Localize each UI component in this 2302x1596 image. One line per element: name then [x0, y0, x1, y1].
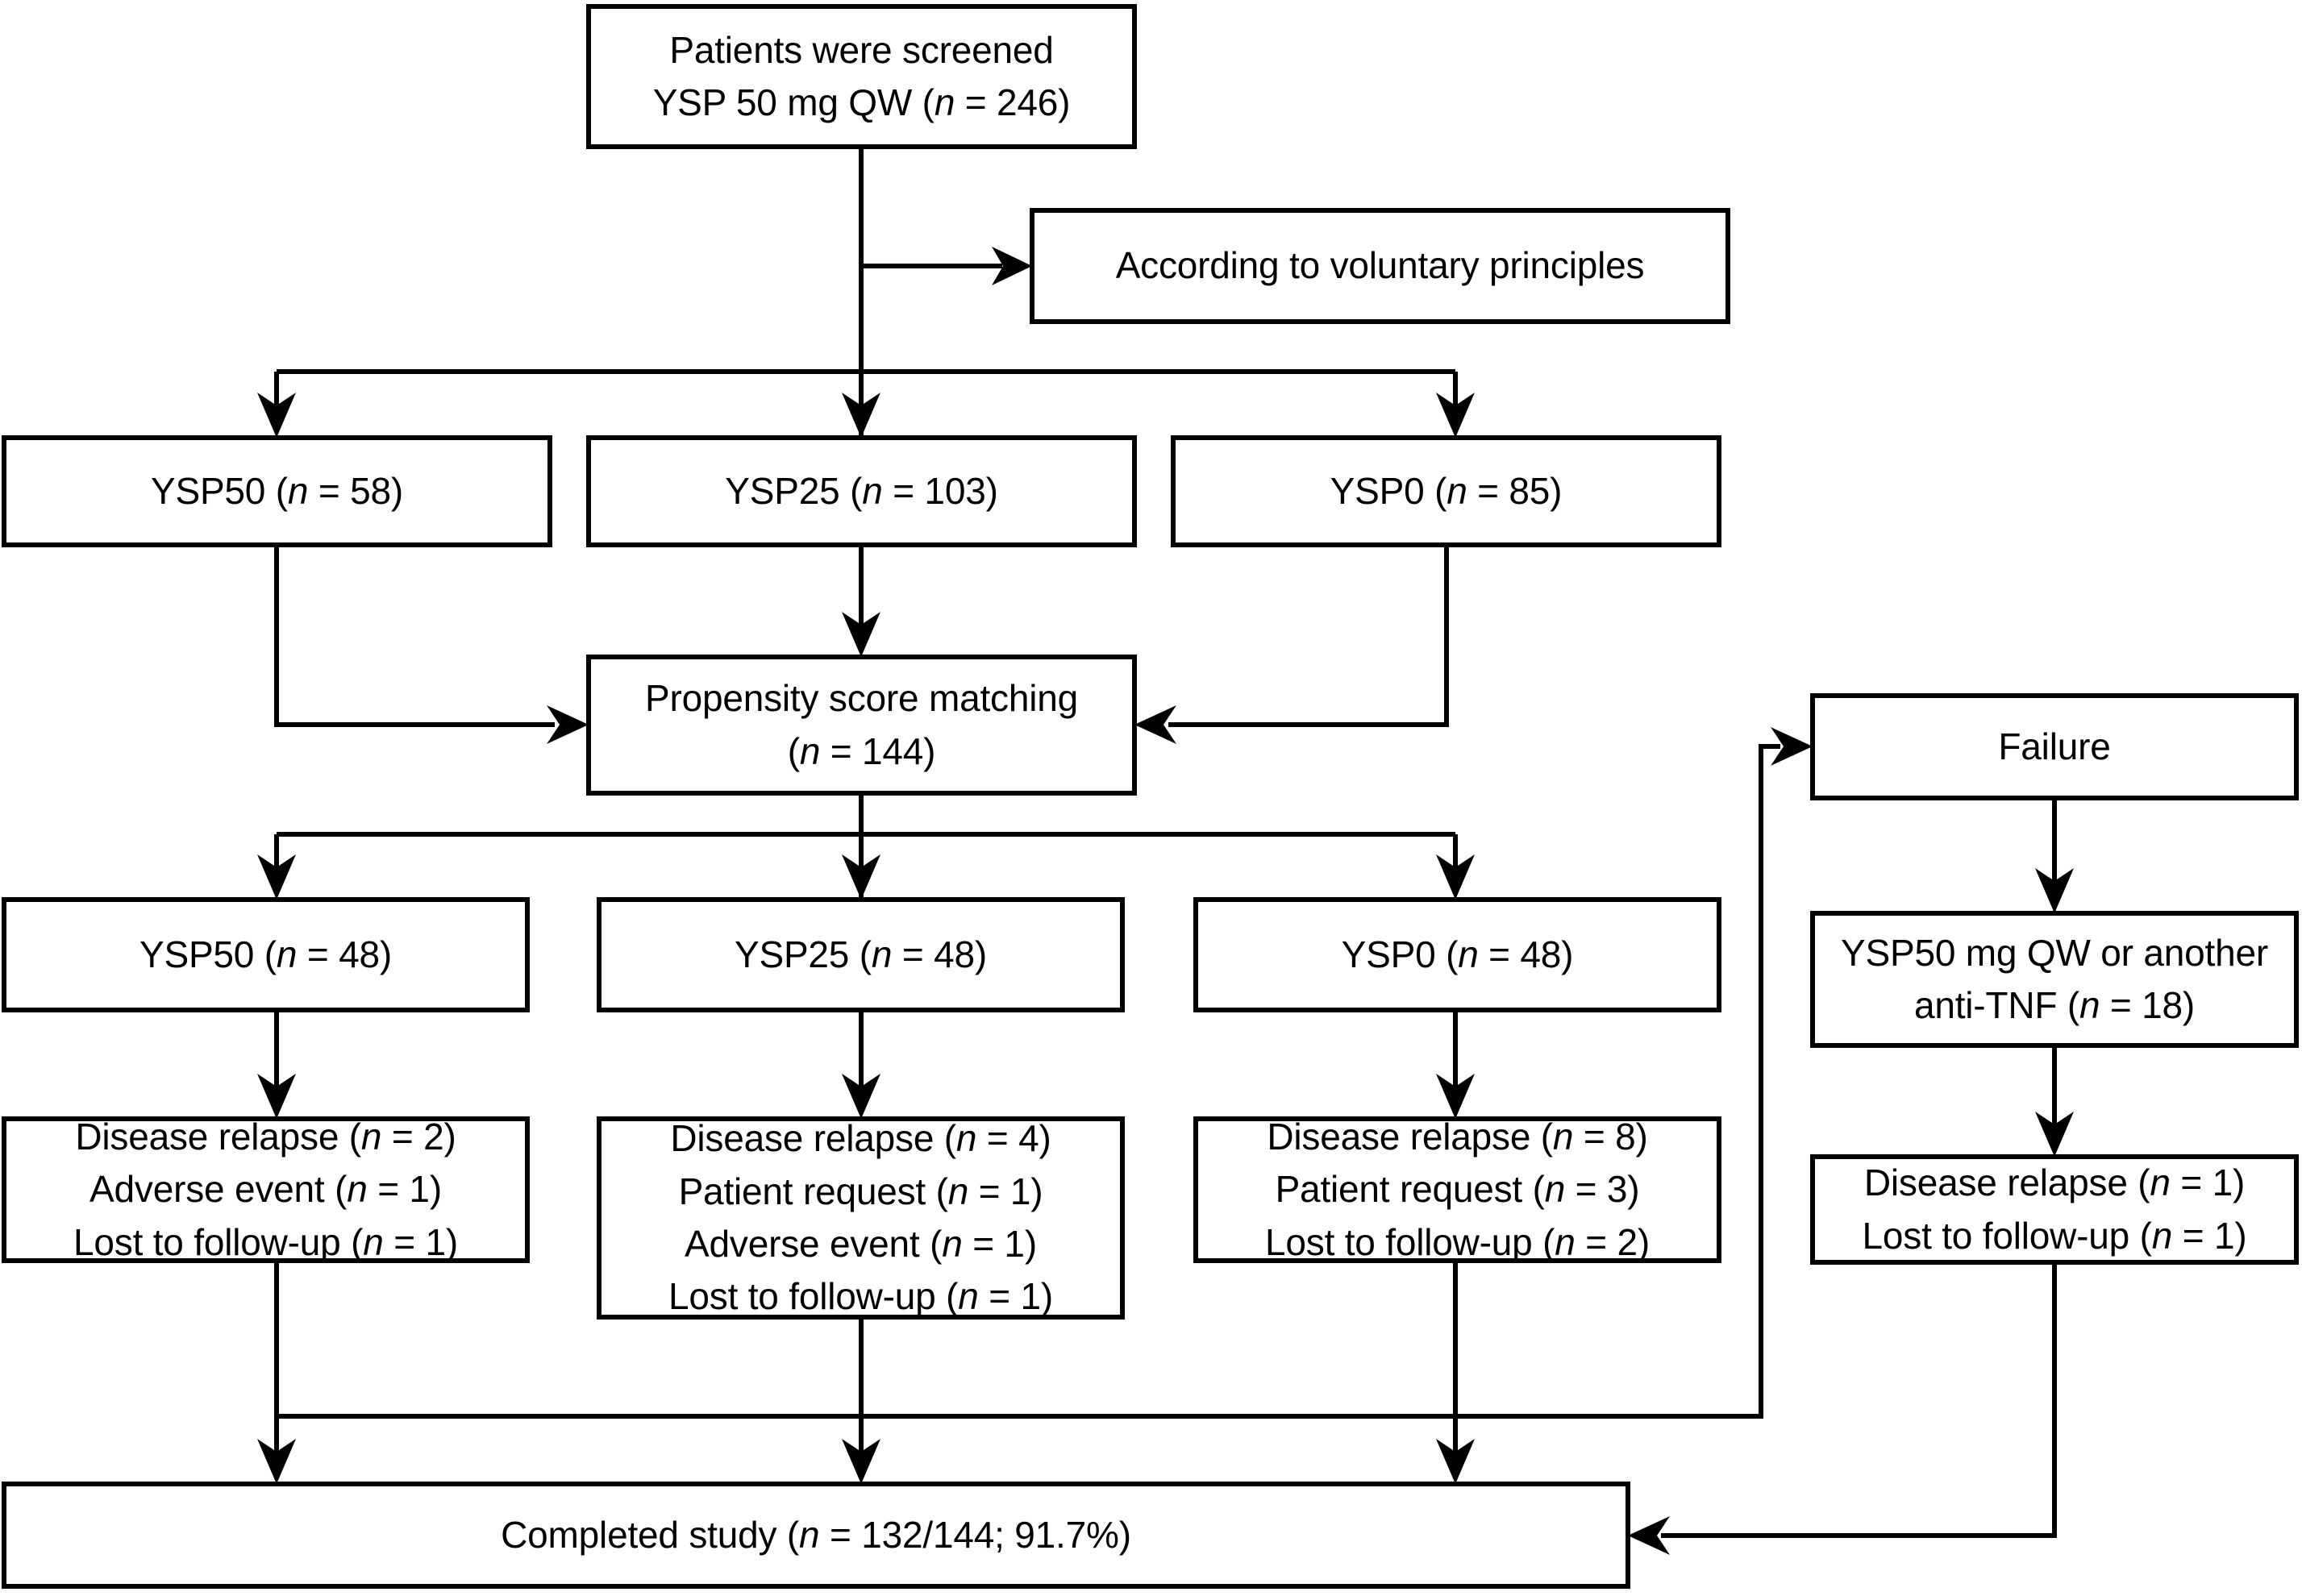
- box-ysp50-discontinuations: [2, 1116, 530, 1263]
- arrowhead-to-ysp0-screened: [1436, 393, 1475, 438]
- box-ysp25-discontinuations: [597, 1116, 1125, 1320]
- box-ysp25-screened: [586, 435, 1137, 547]
- edge-discontinuations-to-failure: [277, 744, 1780, 1419]
- arrowhead-to-ysp50-matched: [257, 854, 296, 900]
- arrowhead-completed-right: [1628, 1516, 1670, 1555]
- box-failure: [1810, 693, 2299, 800]
- edge-rescuedetail-to-completed: [1661, 1262, 2057, 1538]
- box-propensity-score-matching: [586, 655, 1137, 796]
- arrowhead-completed-2: [842, 1439, 880, 1484]
- arrowhead-to-ysp25-matched: [842, 854, 880, 900]
- arrowhead-rescue-detail: [2035, 1112, 2074, 1157]
- arrowhead-completed-1: [257, 1439, 296, 1484]
- box-ysp25-matched: [597, 897, 1125, 1012]
- box-ysp50-screened: [2, 435, 552, 547]
- box-voluntary-principles: [1030, 208, 1730, 324]
- arrowhead-to-rescue: [2035, 868, 2074, 913]
- arrowhead-psm-right: [1134, 705, 1176, 744]
- arrowhead-ysp0-detail: [1436, 1074, 1475, 1119]
- box-ysp0-discontinuations: [1193, 1116, 1721, 1263]
- edge-ysp50screened-to-psm: [274, 545, 555, 727]
- box-patients-screened: [586, 4, 1137, 149]
- box-rescue-discontinuations: [1810, 1154, 2299, 1265]
- arrowhead-to-failure: [1771, 727, 1813, 766]
- box-ysp50-matched: [2, 897, 530, 1012]
- box-rescue-therapy: [1810, 911, 2299, 1048]
- arrowhead-psm-left: [547, 705, 589, 744]
- arrowhead-completed-3: [1436, 1439, 1475, 1484]
- box-completed-study: [2, 1482, 1630, 1589]
- arrowhead-ysp50-detail: [257, 1074, 296, 1119]
- arrowhead-to-ysp50-screened: [257, 393, 296, 438]
- arrowhead-to-ysp25-screened: [842, 393, 880, 438]
- arrowhead-psm-top: [842, 612, 880, 657]
- arrowhead-to-voluntary: [992, 247, 1032, 285]
- arrowhead-to-ysp0-matched: [1436, 854, 1475, 900]
- box-ysp0-matched: [1193, 897, 1721, 1012]
- arrowhead-ysp25-detail: [842, 1074, 880, 1119]
- edge-ysp0screened-to-psm: [1168, 545, 1449, 727]
- box-ysp0-screened: [1171, 435, 1721, 547]
